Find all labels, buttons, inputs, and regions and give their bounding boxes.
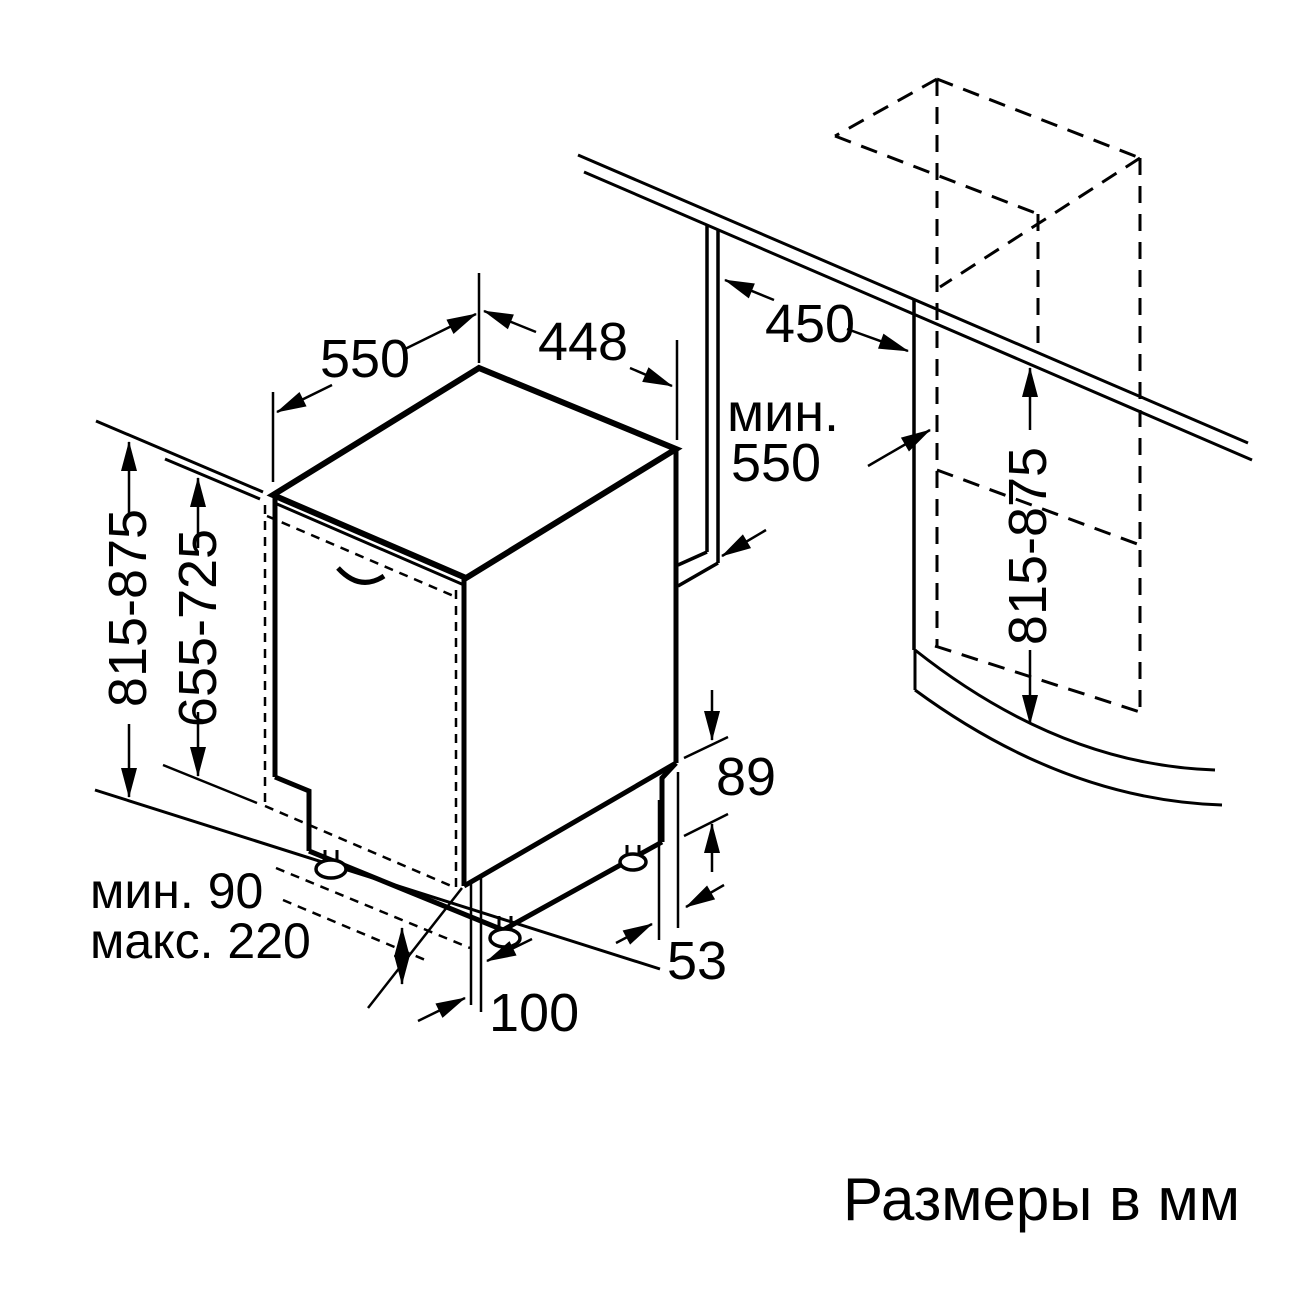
worktop-left bbox=[95, 419, 264, 501]
dim-top-width: 448 bbox=[483, 309, 679, 440]
dim-side-offset-label: 53 bbox=[667, 931, 727, 991]
caption-units: Размеры в мм bbox=[843, 1166, 1240, 1233]
dim-appliance-height-label: 815-875 bbox=[98, 509, 158, 707]
dim-niche-height-right: 815-875 bbox=[998, 367, 1058, 725]
dim-top-width-label: 448 bbox=[538, 312, 628, 372]
dishwasher-top-face bbox=[266, 364, 683, 582]
dim-rear-plinth-label: 89 bbox=[716, 747, 776, 807]
dim-top-depth: 550 bbox=[271, 273, 481, 482]
dim-niche-depth-min: мин. 550 bbox=[721, 383, 931, 558]
foot-front-left bbox=[314, 850, 348, 880]
dim-top-depth-label: 550 bbox=[320, 329, 410, 389]
tall-cabinet-dashed-outline bbox=[834, 77, 1142, 714]
dim-niche-depth-min-label-2: 550 bbox=[731, 433, 821, 493]
dim-niche-height-right-label: 815-875 bbox=[998, 447, 1058, 645]
dim-plinth-recess: 100 bbox=[417, 874, 579, 1043]
dim-appliance-height: 815-875 bbox=[98, 441, 158, 798]
dim-plinth-max-label: макс. 220 bbox=[90, 913, 311, 969]
niche-left-wall bbox=[677, 225, 720, 588]
dim-rear-plinth: 89 bbox=[683, 690, 776, 872]
floor-right bbox=[913, 648, 1223, 807]
foot-rear bbox=[618, 845, 648, 872]
dim-door-height: 655-725 bbox=[162, 477, 258, 805]
dim-niche-depth-min-label-1: мин. bbox=[727, 383, 839, 443]
dim-plinth-min-label: мин. 90 bbox=[90, 863, 263, 919]
dim-door-height-label: 655-725 bbox=[168, 529, 228, 727]
dishwasher-door bbox=[263, 502, 465, 890]
dim-plinth-recess-label: 100 bbox=[489, 983, 579, 1043]
door-handle bbox=[336, 566, 386, 585]
dishwasher bbox=[263, 364, 683, 964]
dim-side-offset: 53 bbox=[615, 772, 727, 991]
dim-niche-width-label: 450 bbox=[765, 294, 855, 354]
dim-plinth-height-range: мин. 90 макс. 220 bbox=[90, 863, 463, 1009]
dim-niche-width: 450 bbox=[724, 278, 909, 354]
